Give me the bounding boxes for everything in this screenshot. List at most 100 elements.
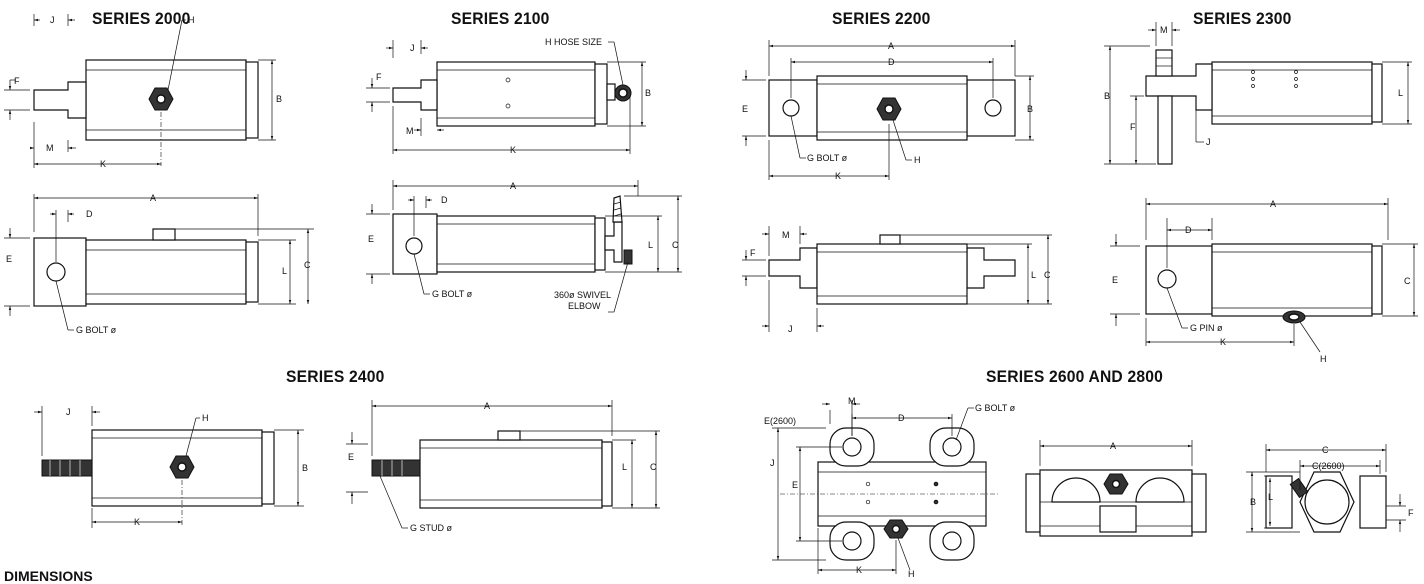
s2100-side-body [436, 215, 596, 273]
s2300-side-pin-hole [1157, 269, 1177, 289]
s2200-dim-D: D [888, 57, 895, 67]
s2600-front-lug-right [1135, 477, 1185, 503]
s2300-arm [1145, 63, 1213, 111]
s2000-side-port [152, 228, 176, 241]
s2600-dim-E2600: E(2600) [764, 416, 796, 426]
drawing-series-2300: M B F J L [1104, 22, 1418, 364]
drawing-series-2100: J H HOSE SIZE F B M K [366, 37, 682, 313]
s2600-dim-L: L [1268, 492, 1273, 502]
s2600-end-view [1246, 444, 1406, 533]
s2100-g-bolt: G BOLT ø [432, 289, 473, 299]
s2100-swivel-line1: 360ø SWIVEL [554, 290, 611, 300]
s2300-dim-C: C [1404, 276, 1411, 286]
s2300-dim-D: D [1185, 225, 1192, 235]
s2100-side-bolt-hole [405, 237, 423, 255]
s2200-dim-F: F [750, 248, 756, 258]
s2200-dim-B: B [1027, 104, 1033, 114]
s2400-side-body [419, 439, 603, 509]
s2100-dim-L: L [648, 240, 653, 250]
s2200-side-right-arm [966, 247, 1016, 289]
s2000-dim-K: K [100, 159, 106, 169]
s2300-top-body [1211, 61, 1373, 125]
s2400-dim-C: C [650, 462, 657, 472]
s2400-dim-L: L [622, 462, 627, 472]
s2100-top-body [436, 61, 596, 127]
s2600-front-view [1025, 440, 1207, 537]
s2300-label-H: H [1320, 354, 1327, 364]
title-series-2400: SERIES 2400 [286, 367, 385, 386]
s2600-dim-C2600: C(2600) [1312, 461, 1345, 471]
s2400-dim-A: A [484, 401, 490, 411]
s2600-dim-J: J [770, 458, 775, 468]
s2600-label-H: H [908, 569, 915, 578]
s2100-dim-B: B [645, 88, 651, 98]
s2100-dim-D: D [441, 195, 448, 205]
s2100-side-view [366, 180, 682, 313]
s2300-dim-F: F [1130, 122, 1136, 132]
s2300-dim-E: E [1112, 275, 1118, 285]
s2000-g-bolt: G BOLT ø [76, 325, 117, 335]
title-series-2200: SERIES 2200 [832, 9, 931, 28]
s2000-dim-L: L [282, 266, 287, 276]
s2400-label-H: H [202, 413, 209, 423]
s2000-top-view [4, 14, 276, 168]
s2100-swivel-elbow [604, 221, 623, 263]
s2300-dim-M: M [1160, 25, 1168, 35]
s2200-label-H: H [914, 155, 921, 165]
s2600-end-fitting [1289, 477, 1309, 499]
s2100-swivel-line2: ELBOW [568, 301, 601, 311]
drawing-series-2200: A D E B G BOLT ø H K [742, 40, 1052, 334]
s2400-dim-E: E [348, 452, 354, 462]
s2400-dim-J: J [66, 407, 71, 417]
s2000-dim-D: D [86, 209, 93, 219]
s2100-dim-C: C [672, 240, 679, 250]
s2600-top-view [772, 400, 1000, 574]
s2400-side-port [497, 430, 521, 441]
s2300-dim-L: L [1398, 88, 1403, 98]
s2600-dim-D: D [898, 413, 905, 423]
s2300-dim-K: K [1220, 337, 1226, 347]
s2000-dim-F: F [14, 76, 20, 86]
s2400-g-stud: G STUD ø [410, 523, 453, 533]
s2000-dim-A: A [150, 193, 156, 203]
s2100-dim-J: J [410, 43, 415, 53]
s2000-side-bolt-hole [46, 262, 66, 282]
s2200-top-view [742, 40, 1034, 180]
s2300-pin [1157, 95, 1173, 165]
s2600-dim-F: F [1408, 508, 1414, 518]
s2200-dim-M: M [782, 230, 790, 240]
s2600-g-bolt: G BOLT ø [975, 403, 1016, 413]
title-series-2100: SERIES 2100 [451, 9, 550, 28]
s2400-dim-B: B [302, 463, 308, 473]
s2200-dim-L: L [1031, 270, 1036, 280]
s2000-dim-M: M [46, 143, 54, 153]
s2200-dim-K: K [835, 171, 841, 181]
s2400-top-view [34, 406, 304, 528]
s2000-side-body [85, 239, 247, 305]
s2100-dim-E: E [368, 234, 374, 244]
s2300-side-view [1110, 198, 1418, 353]
s2000-top-endcap [245, 61, 259, 139]
s2000-side-view [4, 194, 314, 331]
s2100-h-hose: H HOSE SIZE [545, 37, 602, 47]
s2100-top-clamp-arm [392, 79, 438, 111]
s2200-dim-A: A [888, 41, 894, 51]
drawing-series-2600-2800: M G BOLT ø E(2600) D J E K H A [764, 396, 1414, 578]
s2300-dim-J: J [1206, 137, 1211, 147]
s2400-side-view [346, 400, 660, 529]
s2200-side-body [816, 243, 968, 305]
s2600-dim-K: K [856, 565, 862, 575]
drawing-series-2000: J H F B M K [4, 14, 314, 335]
s2600-end-right-block [1359, 475, 1387, 529]
s2200-g-bolt: G BOLT ø [807, 153, 848, 163]
s2300-side-mount-block [1145, 245, 1213, 315]
s2300-top-view [1104, 22, 1412, 165]
s2100-dim-A: A [510, 181, 516, 191]
s2600-dim-A: A [1110, 441, 1116, 451]
s2000-dim-E: E [6, 254, 12, 264]
s2100-top-view [366, 40, 646, 154]
s2200-dim-E: E [742, 104, 748, 114]
s2200-side-view [742, 226, 1052, 332]
s2300-side-body [1211, 243, 1373, 317]
title-series-2600-2800: SERIES 2600 AND 2800 [986, 367, 1163, 386]
